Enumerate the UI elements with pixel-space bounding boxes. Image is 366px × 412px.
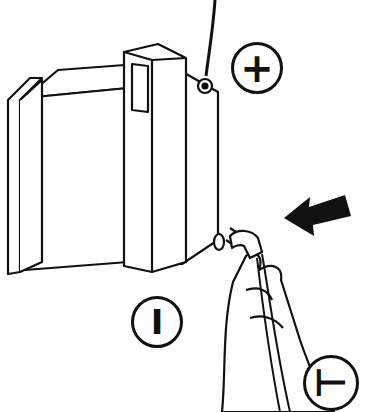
callout-symbol: I <box>151 305 164 339</box>
negative-terminal <box>214 234 224 250</box>
battery-strap <box>124 52 186 272</box>
callout-circle: I <box>131 296 183 348</box>
clip-jaw <box>226 228 236 244</box>
battery-strap <box>124 44 186 272</box>
callout-symbol: + <box>240 48 274 88</box>
battery-clip <box>230 231 262 258</box>
strap-slot <box>132 64 148 112</box>
callout-circle: ⊢ <box>303 355 359 411</box>
callout-symbol: ⊢ <box>314 364 349 402</box>
terminal-post <box>203 84 208 89</box>
ring-terminal <box>198 79 212 93</box>
battery-flange <box>8 78 42 274</box>
negative-wire <box>257 254 290 412</box>
callout-circle: + <box>231 42 283 94</box>
direction-arrow <box>284 195 351 236</box>
positive-wire <box>206 0 215 76</box>
battery-flange <box>20 80 42 272</box>
